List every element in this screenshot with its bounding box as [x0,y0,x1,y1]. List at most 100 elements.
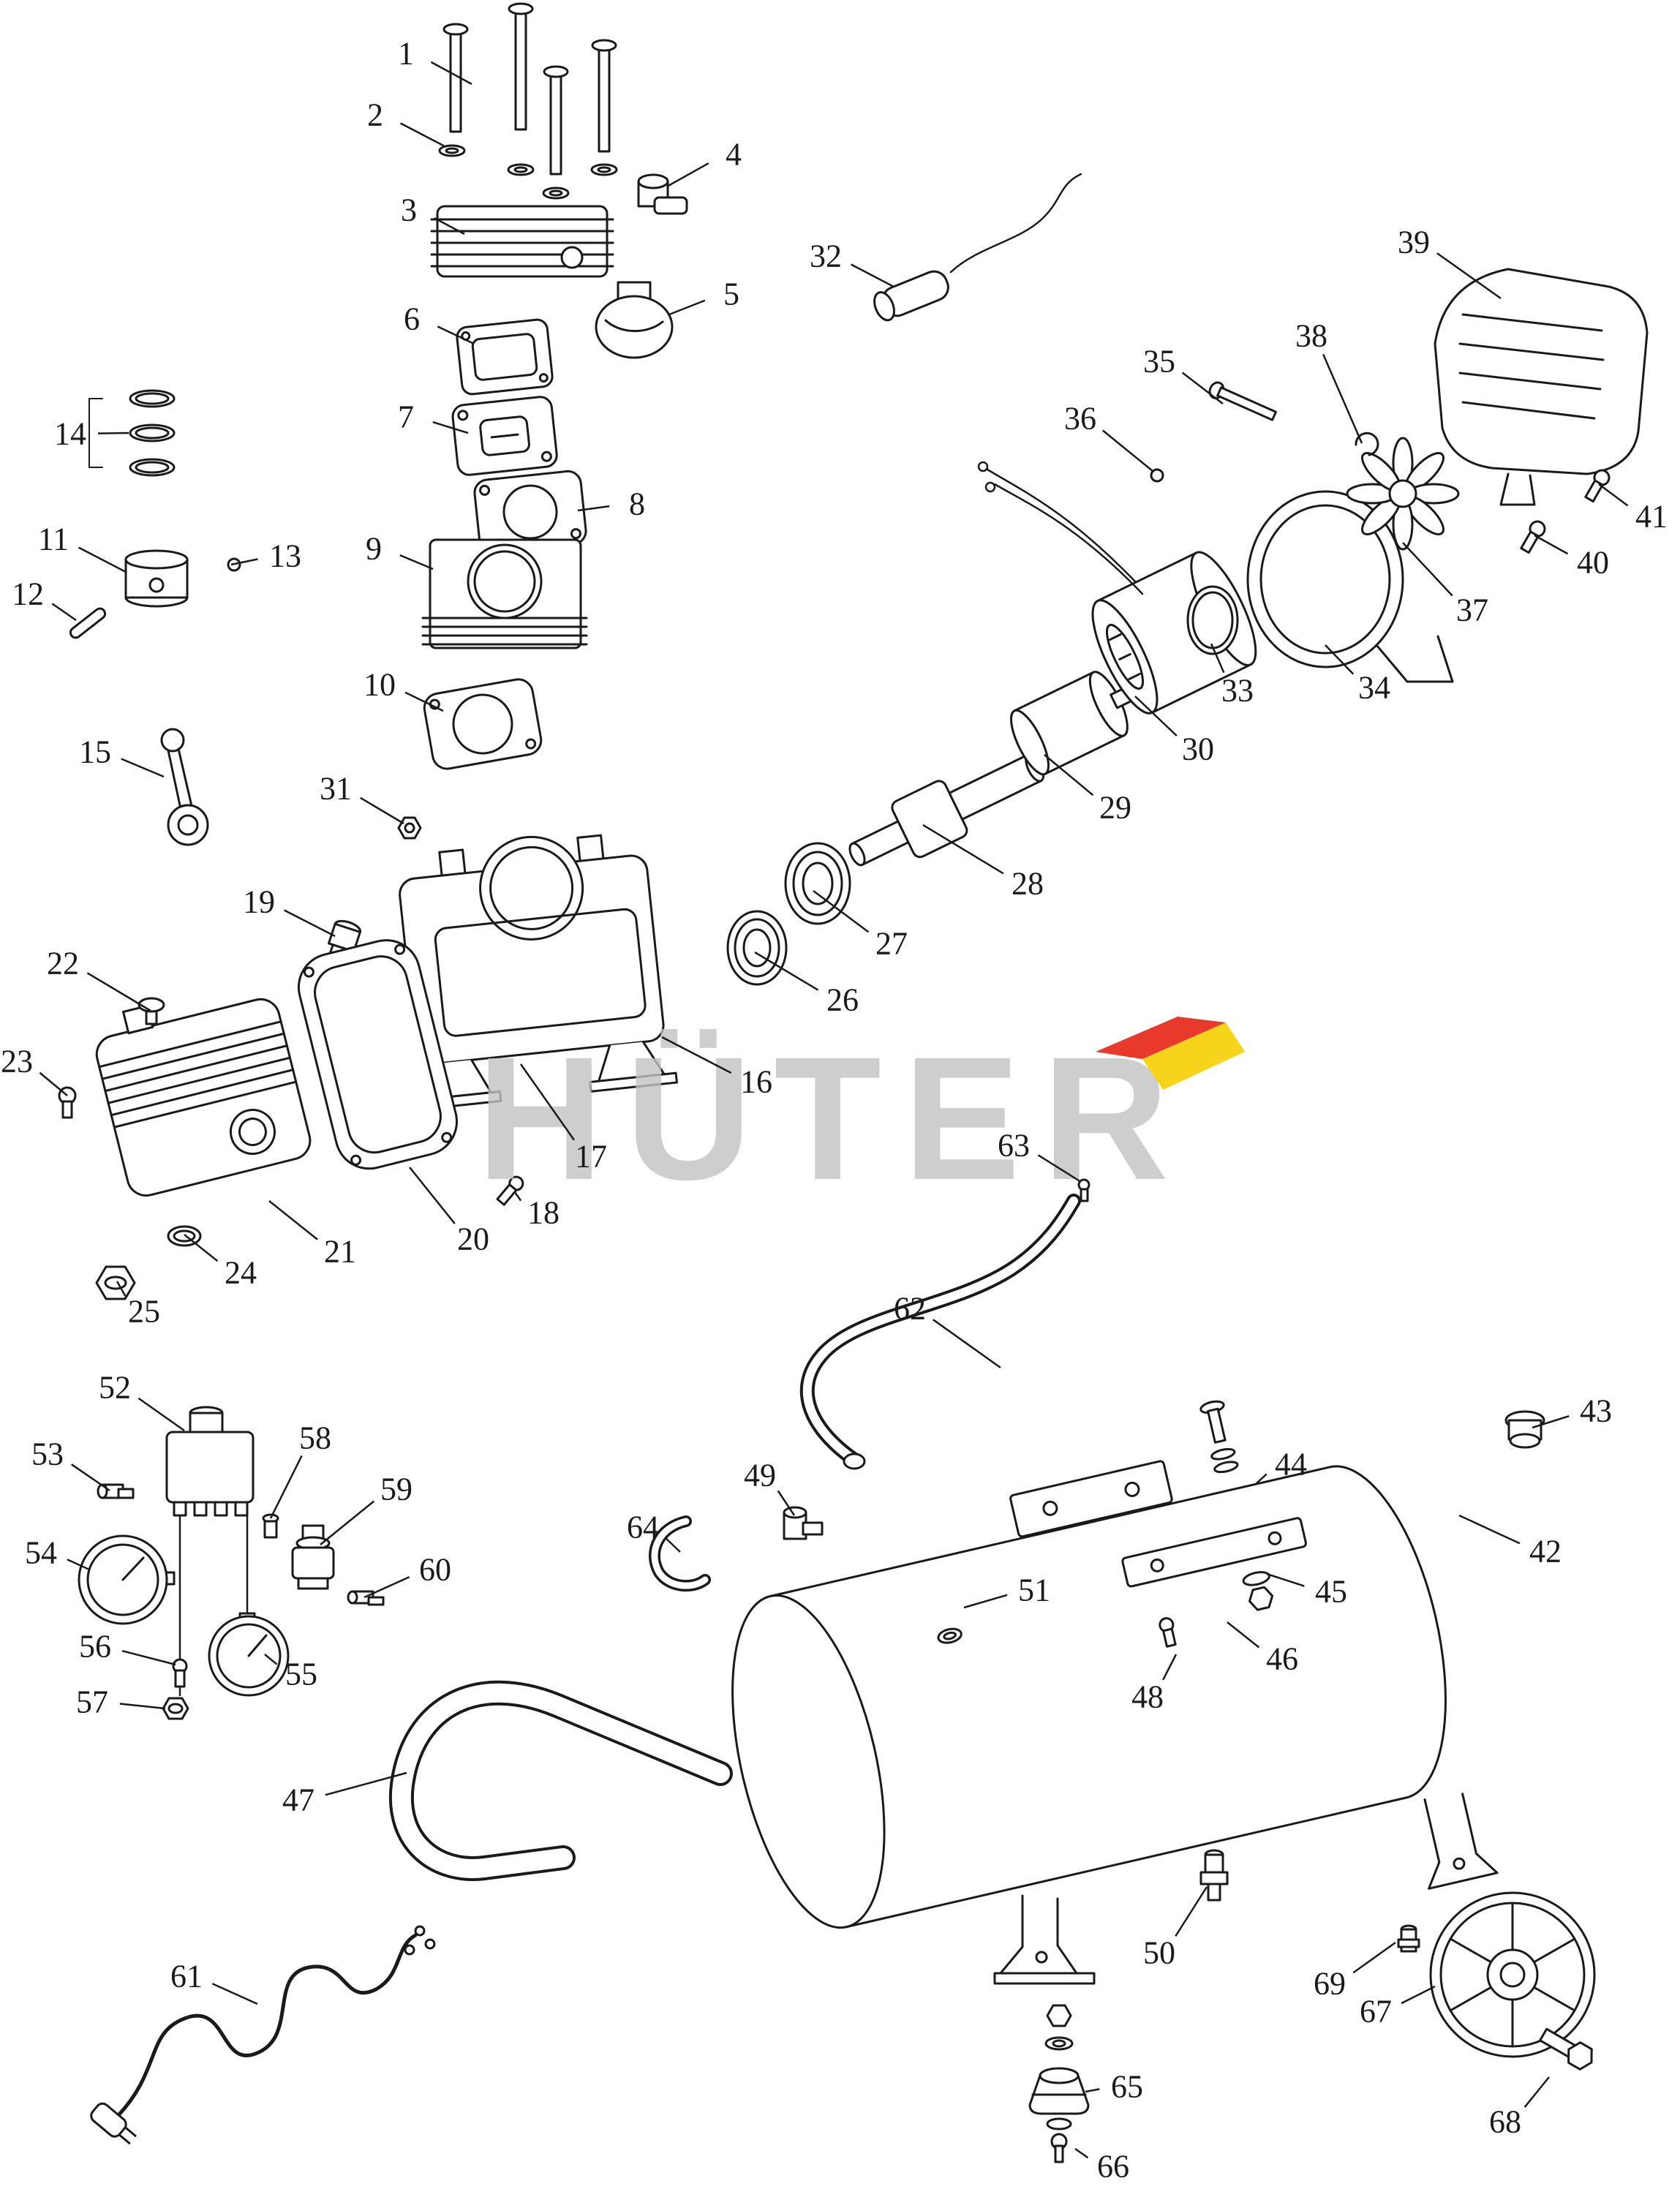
callout-53: 53 [31,1436,110,1492]
callout-number: 25 [128,1294,160,1330]
callout-number: 6 [404,301,420,337]
callout-5: 5 [668,276,739,316]
callout-number: 31 [320,771,352,807]
callout-number: 32 [810,238,842,274]
fan-shroud-art [1434,268,1649,506]
callout-number: 43 [1580,1393,1612,1429]
callout-number: 46 [1266,1641,1298,1677]
callout-number: 65 [1111,2069,1143,2105]
callout-leader [1266,1572,1305,1587]
callout-leader [1325,644,1355,675]
nut-art-31 [397,816,422,840]
valve-plate-art [451,396,558,476]
callout-number: 38 [1295,318,1327,354]
piston-art [124,549,189,608]
callout-number: 57 [76,1684,108,1720]
callout-42: 42 [1458,1514,1562,1570]
callout-number: 28 [1012,866,1044,902]
callout-leader [1534,534,1569,555]
callout-leader [1175,1886,1208,1937]
callout-18: 18 [513,1191,560,1231]
callout-48: 48 [1131,1654,1178,1715]
callout-number: 63 [998,1128,1030,1164]
regulator-art-59 [291,1524,335,1590]
callout-number: 4 [726,137,742,173]
callout-leader [1598,483,1629,507]
bracket-plate-art-45 [1121,1517,1307,1588]
callout-leader [399,554,434,570]
callout-number: 3 [401,192,417,228]
screw-art-66 [1046,2117,1072,2163]
screw-art-41 [1584,469,1611,503]
callout-number: 50 [1143,1935,1175,1971]
callout-number: 1 [398,36,414,72]
callout-leader [1037,1154,1082,1183]
callout-number: 8 [629,486,645,522]
pin-clip-art [227,557,241,572]
callout-number: 23 [1,1044,33,1080]
callout-number: 21 [324,1234,356,1270]
callout-leader [519,1063,575,1141]
callout-number: 37 [1456,592,1488,628]
callout-47: 47 [282,1771,407,1818]
callout-14: 14 [54,416,129,452]
callout-leader [78,546,127,573]
callout-36: 36 [1064,401,1153,472]
callout-leader [404,691,444,712]
base-gasket-art [423,678,543,770]
callout-8: 8 [577,486,645,522]
callout-30: 30 [1134,696,1214,767]
wheel-art [1429,1891,1596,2058]
callout-39: 39 [1398,225,1502,300]
bearing-art-26 [726,910,788,986]
callout-number: 55 [285,1657,317,1692]
callout-leader [513,1191,522,1202]
callout-leader [39,1071,68,1096]
cover-gasket-art [297,939,458,1170]
callout-number: 59 [380,1472,413,1507]
callout-9: 9 [366,531,434,570]
callout-leader [364,1576,410,1599]
callout-27: 27 [813,889,908,962]
callout-61: 61 [170,1959,258,2005]
callout-23: 23 [1,1044,68,1096]
callout-62: 62 [894,1291,1001,1369]
callout-number: 62 [894,1291,926,1327]
fitting-art-60 [347,1590,385,1606]
callout-2: 2 [367,97,445,148]
callout-leader [121,758,165,778]
nut-art-36 [1150,468,1164,483]
callout-number: 30 [1182,731,1214,767]
filter-silencer-art [595,281,674,359]
callout-number: 56 [79,1629,111,1665]
screw-art-40 [1520,520,1546,554]
callout-67: 67 [1360,1985,1436,2030]
callout-leader [184,1234,219,1262]
callout-number: 44 [1275,1447,1307,1482]
callout-10: 10 [364,667,444,712]
callout-57: 57 [76,1684,166,1720]
watermark-flag-yellow-icon [1142,1022,1245,1090]
callout-45: 45 [1266,1572,1347,1610]
callout-35: 35 [1143,344,1224,404]
callout-1: 1 [398,36,472,86]
callout-21: 21 [268,1200,356,1270]
callout-number: 12 [12,576,44,612]
callout-leader [430,61,472,86]
callout-number: 66 [1097,2149,1129,2185]
callout-leader [754,951,819,991]
callout-20: 20 [409,1167,489,1257]
callout-7: 7 [398,399,469,435]
bent-tube-art-64 [649,1515,711,1592]
callout-51: 51 [963,1572,1050,1609]
connecting-rod-art [160,728,209,846]
crankshaft-art [848,753,1045,867]
callout-49: 49 [744,1458,796,1516]
capacitor-wire-art [949,173,1082,274]
fan-art [1346,437,1460,551]
circlip-art-38 [1355,432,1379,456]
callout-leader [320,1500,375,1545]
callout-number: 11 [38,521,69,557]
callout-number: 54 [25,1535,57,1571]
